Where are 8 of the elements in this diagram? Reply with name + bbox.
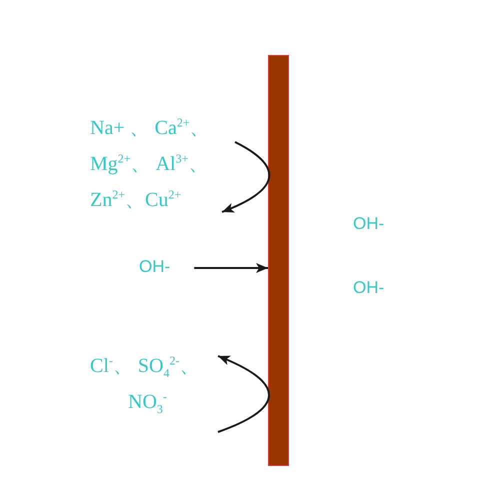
ion-label: OH- — [353, 278, 384, 298]
ion-label: OH- — [139, 257, 170, 277]
arrow — [194, 263, 268, 273]
curved-arrow — [218, 355, 270, 433]
ion-label: OH- — [353, 214, 384, 234]
membrane-bar — [268, 55, 289, 466]
curved-arrow — [222, 141, 270, 213]
cation-list: Na+ 、 Ca$^{2+}$、 Mg$^{2+}$、 Al$^{3+}$、 Zn$^{2+}$、Cu$^{2+}$ — [90, 110, 222, 218]
